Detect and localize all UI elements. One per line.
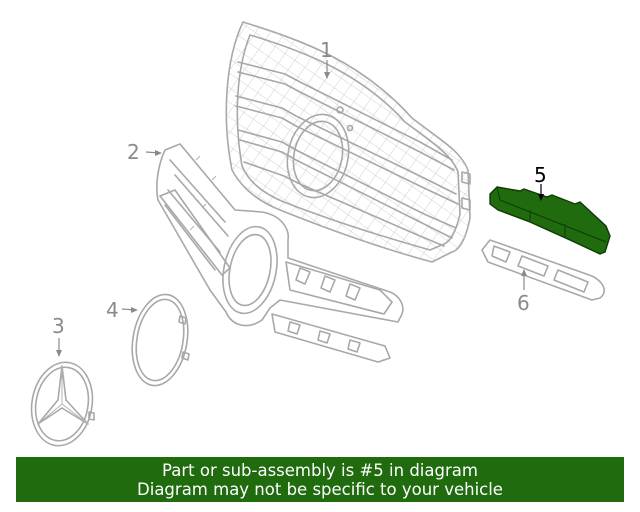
part-2-lower-trim[interactable] <box>156 143 404 363</box>
part-4-emblem-ring[interactable] <box>125 290 194 390</box>
banner-line-part-number: Part or sub-assembly is #5 in diagram <box>162 461 478 480</box>
banner-line-disclaimer: Diagram may not be specific to your vehi… <box>137 480 503 499</box>
callout-6[interactable]: 6 <box>517 291 530 315</box>
callout-1[interactable]: 1 <box>320 38 333 62</box>
callout-4[interactable]: 4 <box>106 298 119 322</box>
callout-5[interactable]: 5 <box>534 163 547 187</box>
part-5-trim-strip-highlighted[interactable] <box>489 186 611 255</box>
part-6-lower-trim-strip[interactable] <box>481 239 605 301</box>
leader-lines <box>56 60 544 357</box>
callout-3[interactable]: 3 <box>52 314 65 338</box>
part-3-star-emblem[interactable] <box>25 357 99 450</box>
info-banner: Part or sub-assembly is #5 in diagram Di… <box>16 457 624 502</box>
callout-2[interactable]: 2 <box>127 140 140 164</box>
